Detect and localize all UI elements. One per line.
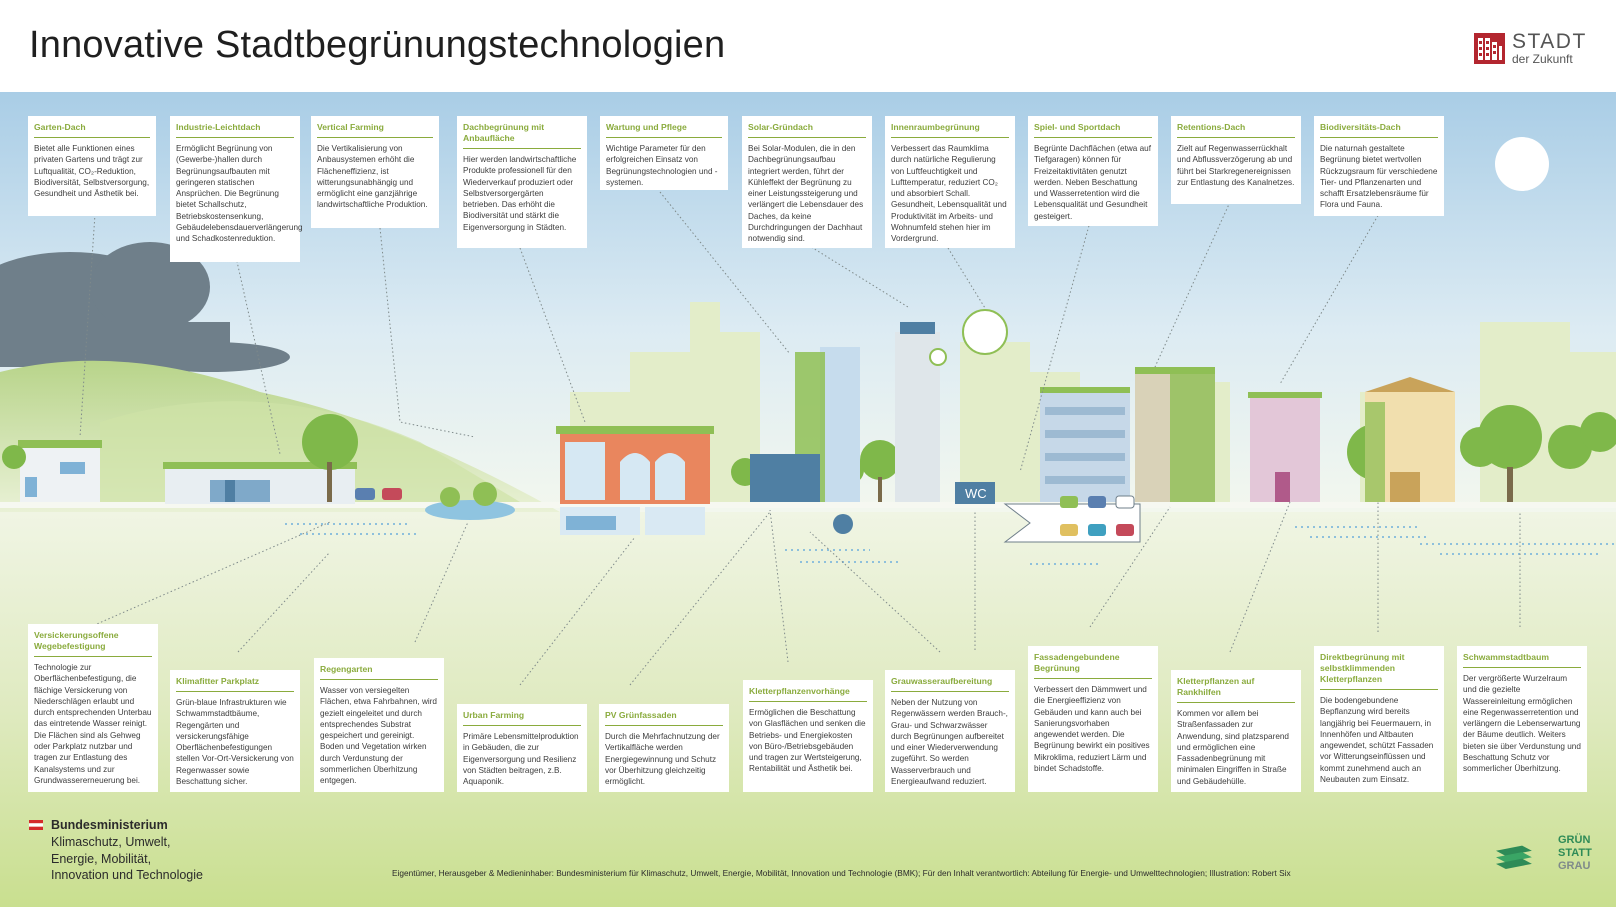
info-text: Neben der Nutzung von Regenwässern werde… <box>891 698 1008 787</box>
info-text: Verbessert das Raumklima durch natürlich… <box>891 144 1007 244</box>
info-title: Schwammstadtbaum <box>1463 652 1581 668</box>
logo-statt: STATT <box>1558 847 1592 859</box>
info-title: Versickerungsoffene Wegebefestigung <box>34 630 152 657</box>
info-text: Die naturnah gestaltete Begrünung bietet… <box>1320 144 1438 210</box>
info-box-kletterpflanzen-rankhilfen: Kletterpflanzen auf Rankhilfen Kommen vo… <box>1171 670 1301 792</box>
urban-farming-building <box>556 426 714 535</box>
info-title: Industrie-Leichtdach <box>176 122 294 138</box>
residential-block <box>1040 367 1215 502</box>
info-box-versickerungsoffene-wegebefestigung: Versickerungsoffene Wegebefestigung Tech… <box>28 624 158 792</box>
building-icon <box>1474 33 1505 64</box>
info-title: Regengarten <box>320 664 438 680</box>
info-box-klimafitter-parkplatz: Klimafitter Parkplatz Grün-blaue Infrast… <box>170 670 300 792</box>
garden-roof-house <box>18 440 102 502</box>
info-title: Innenraumbegrünung <box>891 122 1009 138</box>
industrial-hall <box>163 462 357 504</box>
footer-credits: Eigentümer, Herausgeber & Medieninhaber:… <box>392 868 1291 878</box>
info-title: Klimafitter Parkplatz <box>176 676 294 692</box>
rain-garden <box>425 482 515 520</box>
info-text: Primäre Lebensmittelproduktion in Gebäud… <box>463 732 579 787</box>
info-box-retentions-dach: Retentions-Dach Zielt auf Regenwasserrüc… <box>1171 116 1301 204</box>
info-text: Hier werden landwirtschaftliche Produkte… <box>463 155 577 232</box>
logo-gruen: GRÜN <box>1558 834 1591 846</box>
info-text: Grün-blaue Infrastrukturen wie Schwammst… <box>176 698 294 787</box>
info-text: Ermöglichen die Beschattung von Glasfläc… <box>749 708 866 774</box>
office-tower <box>750 347 860 502</box>
info-title: Urban Farming <box>463 710 581 726</box>
info-title: Biodiversitäts-Dach <box>1320 122 1438 138</box>
wc-sign: WC <box>965 486 987 501</box>
info-box-garten-dach: Garten-Dach Bietet alle Funktionen eines… <box>28 116 156 216</box>
info-text: Die Vertikalisierung von Anbausystemen e… <box>317 144 428 210</box>
underground-garage <box>1003 495 1141 543</box>
stadt-der-zukunft-logo: STADT der Zukunft <box>1474 30 1594 68</box>
info-text: Verbessert den Dämmwert und die Energiee… <box>1034 685 1150 774</box>
info-title: Vertical Farming <box>317 122 433 138</box>
info-title: Kletterpflanzen auf Rankhilfen <box>1177 676 1295 703</box>
info-title: PV Grünfassaden <box>605 710 723 726</box>
austria-flag-icon <box>29 820 43 830</box>
info-box-wartung-pflege: Wartung und Pflege Wichtige Parameter fü… <box>600 116 728 190</box>
gruen-statt-grau-logo-icon <box>1496 845 1532 870</box>
page-title: Innovative Stadtbegrünungstechnologien <box>29 24 726 66</box>
info-box-solar-gruendach: Solar-Gründach Bei Solar-Modulen, die in… <box>742 116 872 248</box>
info-box-kletterpflanzenvorhaenge: Kletterpflanzenvorhänge Ermöglichen die … <box>743 680 873 792</box>
info-box-fassadengebundene-begruenung: Fassadengebundene Begrünung Verbessert d… <box>1028 646 1158 792</box>
info-text: Wasser von versiegelten Flächen, etwa Fa… <box>320 686 437 786</box>
pink-building <box>1248 392 1322 502</box>
info-box-regengarten: Regengarten Wasser von versiegelten Fläc… <box>314 658 444 792</box>
logo-grau: GRAU <box>1558 860 1591 872</box>
parked-cars <box>355 488 402 500</box>
info-box-vertical-farming: Vertical Farming Die Vertikalisierung vo… <box>311 116 439 228</box>
info-text: Technologie zur Oberflächenbefestigung, … <box>34 663 152 785</box>
info-text: Der vergrößerte Wurzelraum und die gezie… <box>1463 674 1581 774</box>
info-text: Bietet alle Funktionen eines privaten Ga… <box>34 144 150 199</box>
info-box-pv-gruenfassaden: PV Grünfassaden Durch die Mehrfachnutzun… <box>599 704 729 792</box>
info-title: Direktbegrünung mit selbstklimmenden Kle… <box>1320 652 1438 690</box>
info-title: Fassadengebundene Begrünung <box>1034 652 1152 679</box>
info-text: Bei Solar-Modulen, die in den Dachbegrün… <box>748 144 864 244</box>
info-box-spiel-sportdach: Spiel- und Sportdach Begrünte Dachfläche… <box>1028 116 1158 226</box>
ministry-name: Bundesministerium <box>51 818 168 832</box>
info-title: Garten-Dach <box>34 122 150 138</box>
logo-line-1: STADT <box>1512 30 1587 53</box>
info-title: Kletterpflanzenvorhänge <box>749 686 867 702</box>
info-box-innenraumbegruenung: Innenraumbegrünung Verbessert das Raumkl… <box>885 116 1015 248</box>
info-box-schwammstadtbaum: Schwammstadtbaum Der vergrößerte Wurzelr… <box>1457 646 1587 792</box>
historic-building <box>1365 377 1455 502</box>
info-title: Retentions-Dach <box>1177 122 1295 138</box>
gruen-statt-grau-logo: GRÜN STATT GRAU <box>1558 834 1592 873</box>
info-title: Solar-Gründach <box>748 122 866 138</box>
info-box-industrie-leichtdach: Industrie-Leichtdach Ermöglicht Begrünun… <box>170 116 303 262</box>
info-text: Durch die Mehrfachnutzung der Vertikalfl… <box>605 732 720 787</box>
info-text: Begrünte Dachflächen (etwa auf Tiefgarag… <box>1034 144 1151 221</box>
sun <box>1495 137 1549 191</box>
info-text: Die bodengebundene Bepflanzung wird bere… <box>1320 696 1434 785</box>
info-text: Kommen vor allem bei Straßenfassaden zur… <box>1177 709 1289 786</box>
info-title: Dachbegrünung mit Anbaufläche <box>463 122 581 149</box>
info-text: Zielt auf Regenwasserrückhalt und Abflus… <box>1177 144 1295 187</box>
ministry-departments: Klimaschutz, Umwelt, Energie, Mobilität,… <box>51 835 203 882</box>
info-title: Spiel- und Sportdach <box>1034 122 1152 138</box>
info-text: Wichtige Parameter für den erfolgreichen… <box>606 144 718 187</box>
info-title: Wartung und Pflege <box>606 122 722 138</box>
round-tower <box>895 309 1008 504</box>
info-box-biodiversitaets-dach: Biodiversitäts-Dach Die naturnah gestalt… <box>1314 116 1444 216</box>
info-box-dachbegruenung-anbauflaeche: Dachbegrünung mit Anbaufläche Hier werde… <box>457 116 587 248</box>
water-infiltration-lines <box>285 523 1616 565</box>
info-title: Grauwasseraufbereitung <box>891 676 1009 692</box>
info-box-direktbegruenung: Direktbegrünung mit selbstklimmenden Kle… <box>1314 646 1444 792</box>
info-text: Ermöglicht Begrünung von (Gewerbe-)halle… <box>176 144 303 244</box>
recycling-icon <box>833 514 853 534</box>
info-box-grauwasseraufbereitung: Grauwasseraufbereitung Neben der Nutzung… <box>885 670 1015 792</box>
logo-line-2: der Zukunft <box>1512 52 1573 66</box>
info-box-urban-farming: Urban Farming Primäre Lebensmittelproduk… <box>457 704 587 792</box>
leader-lines <box>79 191 1521 686</box>
